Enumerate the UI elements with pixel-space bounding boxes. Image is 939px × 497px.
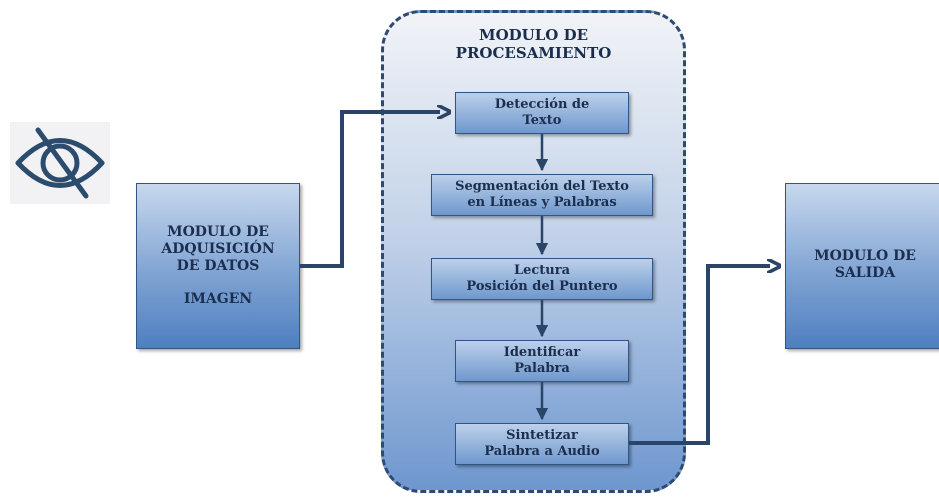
acquisition-module-box: MODULO DE ADQUISICIÓN DE DATOS IMAGEN xyxy=(136,183,300,349)
step-synthesize-audio: Sintetizar Palabra a Audio xyxy=(455,423,629,465)
acquisition-sub-label: IMAGEN xyxy=(183,291,253,307)
output-module-box: MODULO DE SALIDA xyxy=(785,183,939,349)
step-text-segmentation: Segmentación del Texto en Líneas y Palab… xyxy=(431,174,653,216)
processing-module-title: MODULO DE PROCESAMIENTO xyxy=(455,26,612,62)
step-pointer-reading: Lectura Posición del Puntero xyxy=(431,258,653,300)
step-text-detection: Detección de Texto xyxy=(455,92,629,134)
arrow-synthesis-to-output xyxy=(629,266,770,445)
step-identify-word: Identificar Palabra xyxy=(455,340,629,382)
processing-module-panel xyxy=(381,10,686,493)
eye-slash-icon xyxy=(10,122,110,204)
arrow-acquisition-to-detection xyxy=(300,112,440,268)
